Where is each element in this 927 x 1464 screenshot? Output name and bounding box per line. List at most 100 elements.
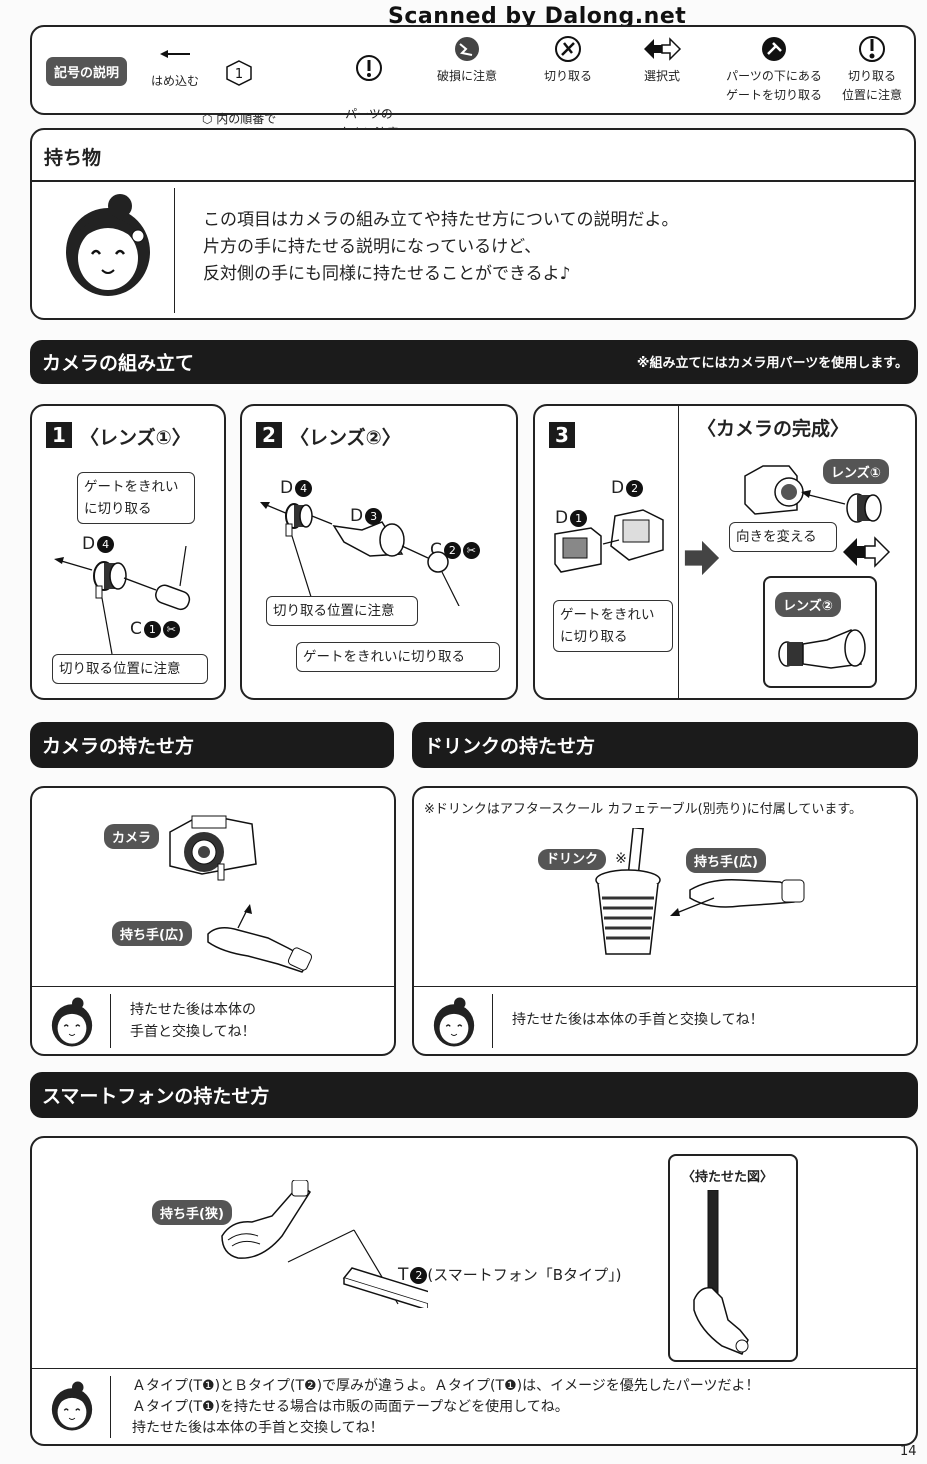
page-number: 14: [900, 1444, 917, 1459]
step2-number: 2: [256, 422, 282, 448]
phone-hold-part-desc: (スマートフォン「Bタイプ」): [427, 1266, 622, 1284]
phone-hold-part-letter: T: [398, 1265, 409, 1285]
step3-divider: [678, 406, 679, 698]
phone-hold-tip-3: 持たせた後は本体の手首と交換してね！: [132, 1420, 384, 1436]
phone-hold-title: スマートフォンの持たせ方: [42, 1085, 270, 1108]
legend-title: 記号の説明: [46, 57, 128, 86]
legend-label: はめ込む: [150, 74, 199, 88]
camera-illustration: [169, 815, 257, 881]
camera-hold-tip-1: 持たせた後は本体の: [130, 1002, 256, 1018]
legend-gate-cut: パーツの下にある ゲートを切り取る: [714, 35, 834, 105]
drink-hold-tip-divider: [414, 986, 916, 987]
step1-position-callout: 切り取る位置に注意: [52, 654, 208, 684]
step1-lens-illustration: [54, 546, 191, 655]
step1-part-c1-letter: C: [130, 619, 142, 639]
camera-hold-tag-hand: 持ち手(広): [112, 921, 192, 946]
character-face-icon: [66, 194, 150, 296]
step3-part-d1-num: 1: [570, 509, 588, 527]
legend-choice: 選択式: [607, 35, 717, 86]
step2-part-d3-letter: D: [350, 506, 364, 526]
step2-part-d3-num: 3: [365, 507, 383, 525]
camera-assembly-title: カメラの組み立て: [42, 352, 195, 375]
step2-part-c2-num: 2: [443, 541, 461, 559]
gate-cut-icon: [762, 37, 786, 61]
phone-hold-header: スマートフォンの持たせ方: [30, 1072, 918, 1118]
legend-orientation: パーツの 向きに注意: [314, 35, 424, 143]
camera-hold-title: カメラの持たせ方: [42, 735, 195, 758]
legend-breakage: 破損に注意: [412, 35, 522, 86]
legend-push: はめ込む: [120, 40, 230, 91]
phone-hold-face-divider: [110, 1376, 111, 1438]
drink-hold-tag-mark: ※: [615, 851, 627, 867]
breakage-icon: [455, 37, 479, 61]
circled-number-icon: 1: [226, 60, 252, 86]
items-header-divider: [32, 180, 914, 182]
cut-icon: [555, 36, 581, 62]
step3-complete-title: 〈カメラの完成〉: [697, 418, 850, 440]
phone-held-title: 〈持たせた図〉: [682, 1170, 774, 1185]
items-face-divider: [174, 188, 175, 313]
step2-position-callout: 切り取る位置に注意: [266, 596, 418, 626]
drink-cup-illustration: [595, 828, 661, 955]
lens2-illustration: [778, 628, 866, 669]
step2-lens-illustration: [260, 502, 460, 606]
character-face-icon: [51, 1381, 93, 1431]
drink-hold-panel: ※ドリンクはアフタースクール カフェテーブル(別売り)に付属しています。 ドリン…: [412, 786, 918, 1056]
legend-label: 切り取る: [543, 69, 592, 83]
step2-part-d4-letter: D: [280, 478, 294, 498]
step3-gate-callout: ゲートをきれい に切り取る: [553, 600, 673, 652]
step2-title: 〈レンズ②〉: [290, 427, 401, 449]
step3-body-illustration: [554, 509, 664, 573]
phone-hold-tag-hand: 持ち手(狭): [152, 1200, 232, 1225]
phone-hold-tip-divider: [32, 1368, 916, 1369]
items-text-1: この項目はカメラの組み立てや持たせ方についての説明だよ。: [203, 210, 679, 230]
step3-tag-lens2: レンズ②: [775, 592, 841, 617]
step3-part-d2-num: 2: [626, 479, 644, 497]
drink-hold-note: ※ドリンクはアフタースクール カフェテーブル(別売り)に付属しています。: [424, 802, 863, 817]
open-hand-illustration: [670, 878, 805, 916]
camera-hold-header: カメラの持たせ方: [30, 722, 394, 768]
character-face-icon: [433, 997, 475, 1047]
legend-label: 破損に注意: [436, 69, 497, 83]
step3-part-d1-letter: D: [555, 508, 569, 528]
phone-hold-tip-2: Ａタイプ(T❶)を持たせる場合は市販の両面テープなどを使用してね。: [132, 1399, 569, 1415]
camera-hold-panel: カメラ 持ち手(広) 持たせた後は本体の 手首と交換してね！: [30, 786, 396, 1056]
push-arrow-icon: [160, 50, 190, 58]
character-face-icon: [51, 997, 93, 1047]
phone-held-box: 〈持たせた図〉: [668, 1154, 798, 1362]
legend-cut: 切り取る: [513, 35, 623, 86]
step3-number: 3: [549, 422, 575, 448]
drink-hold-title: ドリンクの持たせ方: [424, 735, 596, 758]
items-text-2: 片方の手に持たせる説明になっているけど、: [203, 237, 542, 257]
step1-part-c1-num: 1: [143, 620, 161, 638]
items-text-3: 反対側の手にも同様に持たせることができるよ♪: [203, 264, 571, 284]
drink-hold-tag-drink: ドリンク: [538, 849, 607, 870]
drink-hold-tag-drink-group: ドリンク ※: [538, 848, 627, 870]
legend-label: 選択式: [643, 69, 680, 83]
camera-hold-tag-camera: カメラ: [104, 824, 160, 849]
narrow-hand-illustration: [221, 1180, 311, 1259]
camera-hold-tip-divider: [32, 986, 394, 987]
cut-position-icon: [859, 36, 885, 62]
choice-arrow-icon: [843, 536, 891, 568]
step1-number: 1: [46, 422, 72, 448]
next-arrow-icon: [684, 540, 720, 576]
open-hand-illustration: [207, 904, 313, 973]
step3-lens2-box: レンズ②: [763, 576, 877, 688]
legend-order-digit: 1: [235, 67, 243, 82]
completed-camera-illustration: [744, 465, 882, 523]
phone-illustration: [287, 1229, 428, 1308]
step1-part-d4-letter: D: [82, 534, 96, 554]
step1-title: 〈レンズ①〉: [80, 427, 191, 449]
phone-hold-tip-1: Ａタイプ(T❶)とＢタイプ(T❷)で厚みが違うよ。Ａタイプ(T❶)は、イメージを…: [132, 1378, 760, 1394]
watermark: Scanned by Dalong.net: [388, 4, 687, 29]
